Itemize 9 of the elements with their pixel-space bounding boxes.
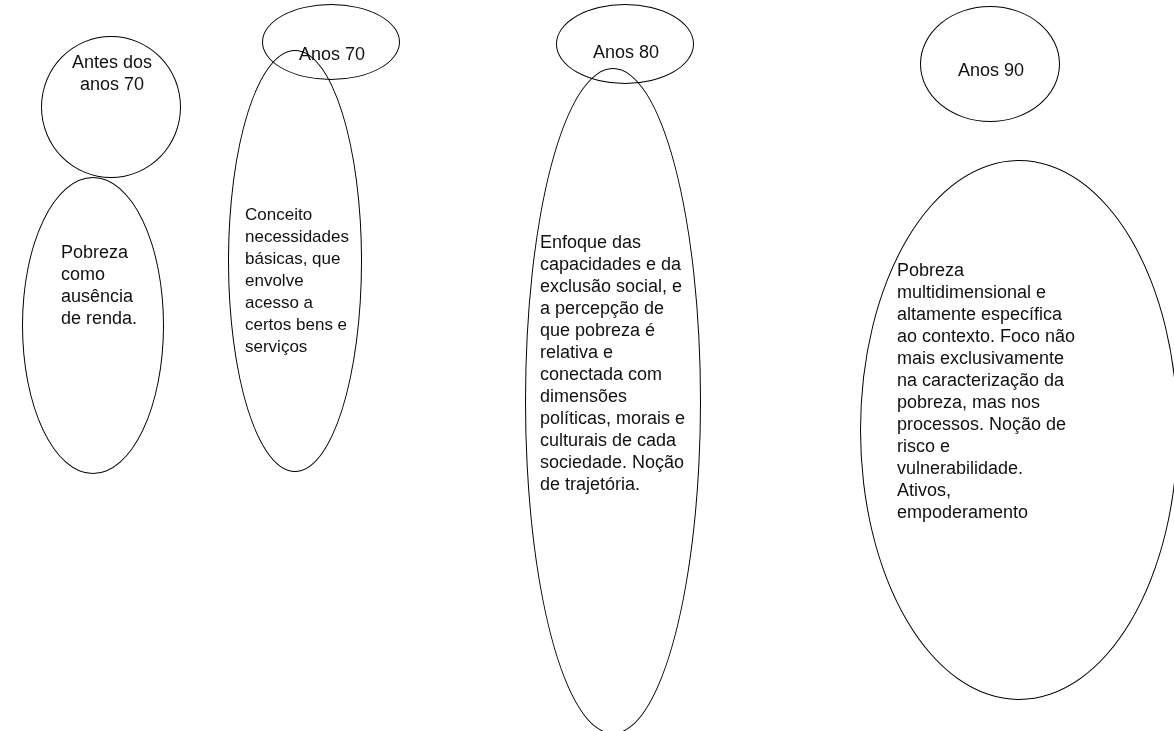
concept-text: Pobreza como ausência de renda. <box>61 241 139 329</box>
period-label: Anos 70 <box>297 43 367 65</box>
concept-text: Enfoque das capacidades e da exclusão social, e a percepção de que pobreza é relativa e conectada com dimensões políticas, morais e culturais de cada sociedade. Noção de trajetória. <box>540 231 687 495</box>
period-label: Anos 90 <box>956 59 1026 81</box>
period-label: Anos 80 <box>591 41 661 63</box>
concept-ellipse <box>860 160 1174 700</box>
period-label: Antes dos anos 70 <box>70 51 154 95</box>
concept-text: Pobreza multidimensional e altamente específica ao contexto. Foco não mais exclusivamente na caracterização da pobreza, mas nos processos. Noção de risco e vulnerabilidade. Ativos, empoderamento <box>897 259 1077 523</box>
concept-text: Conceito necessidades básicas, que envolve acesso a certos bens e serviços <box>245 204 350 358</box>
